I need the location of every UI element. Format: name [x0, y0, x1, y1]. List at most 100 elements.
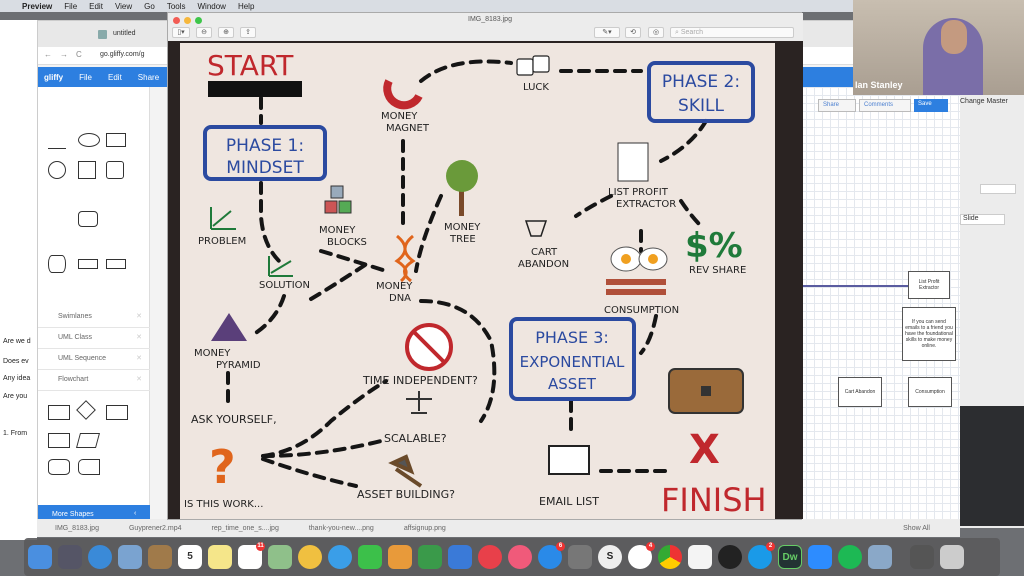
- wolf-app-icon[interactable]: [718, 545, 742, 569]
- pages-icon[interactable]: [388, 545, 412, 569]
- zoom-out-icon[interactable]: ⊖: [196, 27, 212, 38]
- close-icon[interactable]: ✕: [136, 313, 142, 320]
- back-icon[interactable]: ←: [44, 50, 52, 59]
- menu-app[interactable]: Preview: [22, 1, 53, 11]
- url-field[interactable]: go.gliffy.com/g: [100, 51, 145, 58]
- menu-tools[interactable]: Tools: [166, 1, 186, 11]
- close-window-button[interactable]: [173, 17, 180, 24]
- download-item[interactable]: affsignup.png: [403, 524, 446, 532]
- contacts-icon[interactable]: [148, 545, 172, 569]
- square-shape[interactable]: [78, 161, 96, 179]
- download-item[interactable]: rep_time_one_s....jpg: [211, 524, 279, 532]
- library-swimlanes[interactable]: Swimlanes✕: [38, 307, 150, 328]
- zoom-window-button[interactable]: [195, 17, 202, 24]
- markup-pen-icon[interactable]: ✎▾: [594, 27, 620, 38]
- mail-icon[interactable]: [118, 545, 142, 569]
- launchpad-icon[interactable]: [58, 545, 82, 569]
- download-item[interactable]: Guyprener2.mp4: [128, 524, 182, 532]
- slide-dropdown[interactable]: Slide: [960, 214, 1005, 225]
- preview-icon[interactable]: [868, 545, 892, 569]
- system-preferences-icon[interactable]: [568, 545, 592, 569]
- dreamweaver-icon[interactable]: Dw: [778, 545, 802, 569]
- ellipse-shape[interactable]: [78, 133, 100, 147]
- textedit-icon[interactable]: [688, 545, 712, 569]
- show-all-button[interactable]: Show All: [903, 524, 930, 532]
- collapse-icon[interactable]: ‹: [134, 510, 137, 517]
- download-item[interactable]: thank-you-new....png: [308, 524, 374, 532]
- chrome-icon[interactable]: [658, 545, 682, 569]
- close-icon[interactable]: ✕: [136, 334, 142, 341]
- library-uml-class[interactable]: UML Class✕: [38, 328, 150, 349]
- library-flowchart[interactable]: Flowchart✕: [38, 370, 150, 391]
- safari-icon[interactable]: [88, 545, 112, 569]
- share-button[interactable]: Share: [818, 99, 856, 112]
- facetime-icon[interactable]: [358, 545, 382, 569]
- rotate-icon[interactable]: ⟲: [625, 27, 641, 38]
- reminders-icon[interactable]: 11: [238, 542, 265, 569]
- zoom-icon[interactable]: [808, 545, 832, 569]
- triangle-shape[interactable]: [48, 133, 66, 149]
- photos-icon[interactable]: [298, 545, 322, 569]
- keynote-icon[interactable]: [448, 545, 472, 569]
- text-field[interactable]: [980, 184, 1016, 194]
- reload-icon[interactable]: C: [76, 50, 82, 59]
- tab-title[interactable]: untitled: [113, 30, 136, 37]
- menu-help[interactable]: Help: [237, 1, 255, 11]
- circle-shape[interactable]: [48, 161, 66, 179]
- node-note[interactable]: If you can send emails to a friend you h…: [902, 307, 956, 361]
- decision-shape[interactable]: [76, 400, 96, 420]
- trash-icon[interactable]: [940, 545, 964, 569]
- pentagon-shape[interactable]: [106, 161, 124, 179]
- share-icon[interactable]: ⇪: [240, 27, 256, 38]
- app-store-icon[interactable]: 6: [538, 542, 565, 569]
- music-icon[interactable]: [508, 545, 532, 569]
- cylinder-shape[interactable]: [48, 255, 66, 273]
- maps-icon[interactable]: [268, 545, 292, 569]
- menu-edit[interactable]: Edit: [89, 1, 103, 11]
- library-uml-sequence[interactable]: UML Sequence✕: [38, 349, 150, 370]
- calendar-icon[interactable]: 5: [178, 545, 202, 569]
- annotate-icon[interactable]: ◎: [648, 27, 664, 38]
- menu-window[interactable]: Window: [197, 1, 226, 11]
- node-cart-abandon[interactable]: Cart Abandon: [838, 377, 882, 407]
- rectangle-shape[interactable]: [106, 133, 126, 147]
- node-list-profit[interactable]: List Profit Extractor: [908, 271, 950, 299]
- sidebar-toggle-icon[interactable]: ▯▾: [172, 27, 190, 38]
- node-consumption[interactable]: Consumption: [908, 377, 952, 407]
- document-shape[interactable]: [106, 405, 128, 420]
- menu-view[interactable]: View: [114, 1, 133, 11]
- comments-button[interactable]: Comments: [859, 99, 911, 112]
- diagram-canvas[interactable]: List Profit Extractor If you can send em…: [798, 87, 961, 526]
- slack-icon[interactable]: 4: [628, 542, 655, 569]
- search-input[interactable]: ⌕ Search: [670, 27, 794, 38]
- close-icon[interactable]: ✕: [136, 355, 142, 362]
- close-icon[interactable]: ✕: [136, 376, 142, 383]
- database-shape[interactable]: [48, 459, 70, 475]
- predefined-process-shape[interactable]: [48, 433, 70, 448]
- news-icon[interactable]: [478, 545, 502, 569]
- menu-file[interactable]: File: [64, 1, 78, 11]
- save-button[interactable]: Save: [914, 99, 948, 112]
- gliffy-menu-edit[interactable]: Edit: [108, 72, 122, 82]
- process-shape[interactable]: [48, 405, 70, 420]
- downloads-stack-icon[interactable]: [910, 545, 934, 569]
- change-master-button[interactable]: Change Master: [960, 98, 1008, 105]
- download-item[interactable]: IMG_8183.jpg: [55, 524, 99, 532]
- pentagon-arrow-shape[interactable]: [78, 259, 98, 269]
- gliffy-menu-share[interactable]: Share: [137, 72, 160, 82]
- numbers-icon[interactable]: [418, 545, 442, 569]
- zoom-in-icon[interactable]: ⊕: [218, 27, 234, 38]
- gliffy-menu-file[interactable]: File: [79, 72, 92, 82]
- skype-icon[interactable]: 2: [748, 542, 775, 569]
- data-shape[interactable]: [75, 433, 101, 448]
- hexagon-shape[interactable]: [106, 259, 126, 269]
- finder-icon[interactable]: [28, 545, 52, 569]
- rounded-rect-shape[interactable]: [78, 211, 98, 227]
- scrivener-icon[interactable]: S: [598, 545, 622, 569]
- spotify-icon[interactable]: [838, 545, 862, 569]
- menu-go[interactable]: Go: [144, 1, 155, 11]
- minimize-window-button[interactable]: [184, 17, 191, 24]
- notes-icon[interactable]: [208, 545, 232, 569]
- messages-icon[interactable]: [328, 545, 352, 569]
- stored-data-shape[interactable]: [78, 459, 100, 475]
